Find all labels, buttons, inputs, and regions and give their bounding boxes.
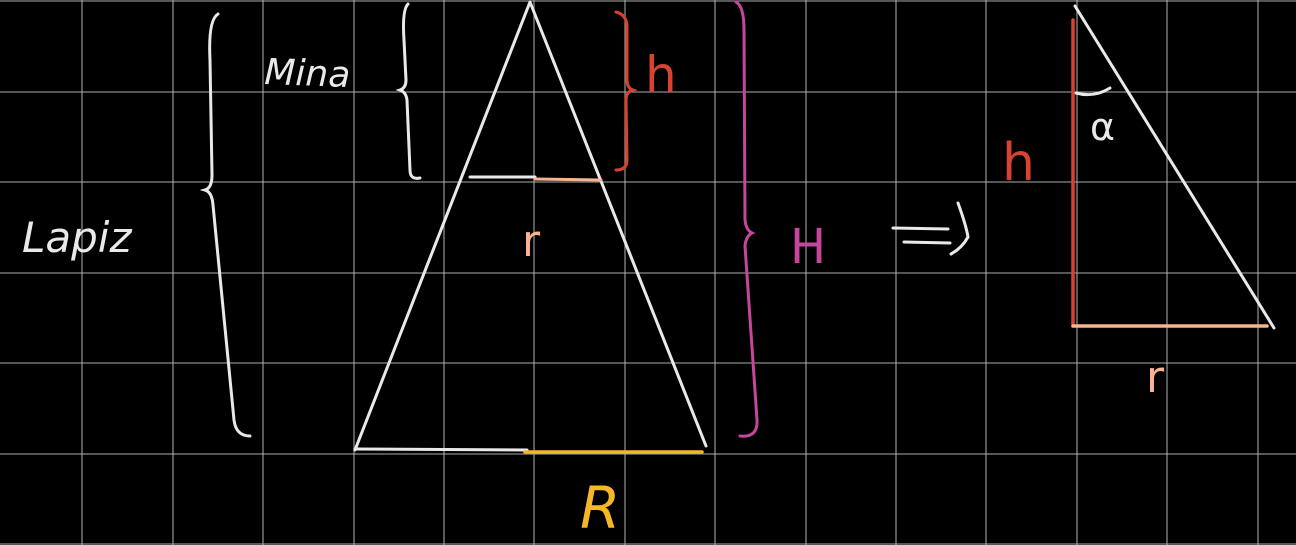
cone-right-edge <box>528 0 708 448</box>
alpha-label: α <box>1090 105 1115 149</box>
h-bracket <box>614 10 639 172</box>
mina-label: Mina <box>264 52 351 96</box>
R-label: R <box>580 474 620 542</box>
small-radius-peach <box>533 177 603 182</box>
H-label: H <box>790 219 826 275</box>
lapiz-brace <box>199 12 252 438</box>
mina-brace-right <box>395 2 422 180</box>
right-triangle-hypotenuse <box>1073 4 1276 330</box>
r-label-left: r <box>522 216 541 267</box>
lapiz-label: Lapiz <box>22 213 132 262</box>
h-label-right: h <box>1002 133 1035 193</box>
h-label-left: h <box>645 46 677 104</box>
H-brace <box>734 0 759 438</box>
base-white <box>353 447 529 452</box>
implies-arrow <box>891 201 970 256</box>
angle-arc <box>1074 86 1112 97</box>
cone-left-edge <box>353 0 532 452</box>
r-label-right: r <box>1146 352 1165 403</box>
